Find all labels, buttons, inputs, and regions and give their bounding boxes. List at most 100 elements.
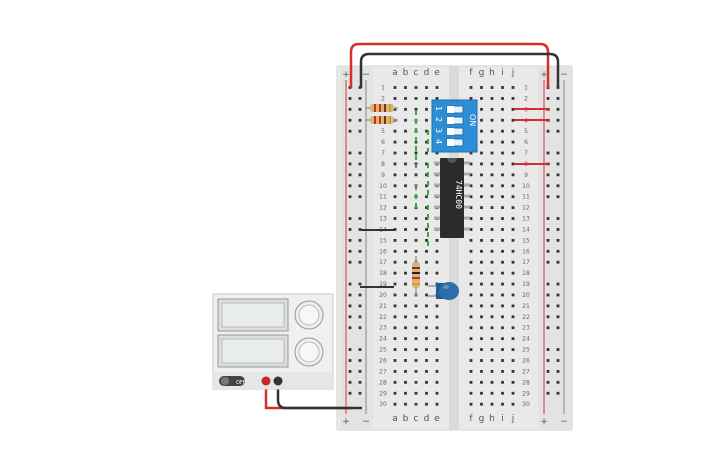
breadboard-hole[interactable] bbox=[393, 359, 397, 362]
breadboard-hole[interactable] bbox=[511, 140, 515, 144]
breadboard-hole[interactable] bbox=[480, 162, 483, 166]
breadboard-hole[interactable] bbox=[511, 228, 515, 231]
breadboard-hole[interactable] bbox=[404, 391, 407, 395]
breadboard-hole[interactable] bbox=[414, 107, 418, 111]
breadboard-hole[interactable] bbox=[511, 173, 515, 177]
rail-hole[interactable] bbox=[546, 326, 550, 330]
breadboard-hole[interactable] bbox=[501, 391, 504, 395]
ic-74hc00[interactable]: 74HC00 bbox=[434, 158, 470, 238]
breadboard-hole[interactable] bbox=[501, 315, 504, 319]
rail-hole[interactable] bbox=[556, 228, 560, 231]
breadboard-hole[interactable] bbox=[404, 228, 407, 231]
breadboard-hole[interactable] bbox=[480, 184, 483, 188]
breadboard-hole[interactable] bbox=[480, 391, 483, 395]
rail-hole[interactable] bbox=[348, 162, 352, 166]
breadboard-hole[interactable] bbox=[469, 359, 473, 362]
breadboard-hole[interactable] bbox=[393, 173, 397, 177]
breadboard-hole[interactable] bbox=[480, 129, 483, 133]
breadboard-hole[interactable] bbox=[480, 228, 483, 231]
breadboard-hole[interactable] bbox=[511, 86, 515, 89]
breadboard-hole[interactable] bbox=[435, 151, 439, 155]
breadboard-hole[interactable] bbox=[480, 195, 483, 199]
rail-hole[interactable] bbox=[546, 260, 550, 264]
breadboard-hole[interactable] bbox=[425, 326, 428, 330]
breadboard-hole[interactable] bbox=[414, 173, 418, 177]
breadboard-hole[interactable] bbox=[414, 304, 418, 308]
breadboard-hole[interactable] bbox=[404, 173, 407, 177]
breadboard-hole[interactable] bbox=[414, 97, 418, 100]
breadboard-hole[interactable] bbox=[480, 260, 483, 264]
rail-hole[interactable] bbox=[556, 129, 560, 133]
breadboard-hole[interactable] bbox=[501, 151, 504, 155]
rail-hole[interactable] bbox=[556, 260, 560, 264]
rail-hole[interactable] bbox=[358, 380, 362, 384]
breadboard-hole[interactable] bbox=[425, 118, 428, 122]
breadboard-hole[interactable] bbox=[404, 184, 407, 188]
breadboard-hole[interactable] bbox=[490, 249, 494, 253]
breadboard-hole[interactable] bbox=[393, 97, 397, 100]
breadboard-hole[interactable] bbox=[425, 129, 428, 133]
rail-hole[interactable] bbox=[358, 184, 362, 188]
breadboard-hole[interactable] bbox=[490, 140, 494, 144]
breadboard-hole[interactable] bbox=[469, 271, 473, 275]
breadboard-hole[interactable] bbox=[480, 173, 483, 177]
rail-hole[interactable] bbox=[348, 391, 352, 395]
black-wire-psu[interactable] bbox=[276, 383, 362, 410]
breadboard-hole[interactable] bbox=[501, 359, 504, 362]
breadboard-hole[interactable] bbox=[490, 348, 494, 351]
breadboard-hole[interactable] bbox=[490, 228, 494, 231]
breadboard-hole[interactable] bbox=[501, 260, 504, 264]
breadboard-hole[interactable] bbox=[469, 86, 473, 89]
breadboard-hole[interactable] bbox=[511, 337, 515, 341]
breadboard-hole[interactable] bbox=[404, 337, 407, 341]
rail-hole[interactable] bbox=[348, 304, 352, 308]
rail-hole[interactable] bbox=[348, 184, 352, 188]
rail-hole[interactable] bbox=[348, 359, 352, 362]
breadboard-hole[interactable] bbox=[404, 370, 407, 373]
breadboard-hole[interactable] bbox=[425, 206, 428, 210]
breadboard-hole[interactable] bbox=[425, 304, 428, 308]
breadboard-hole[interactable] bbox=[393, 107, 397, 111]
breadboard-hole[interactable] bbox=[511, 282, 515, 286]
breadboard-hole[interactable] bbox=[469, 97, 473, 100]
breadboard-hole[interactable] bbox=[501, 370, 504, 373]
breadboard-hole[interactable] bbox=[480, 348, 483, 351]
rail-hole[interactable] bbox=[556, 249, 560, 253]
breadboard-hole[interactable] bbox=[501, 173, 504, 177]
breadboard-hole[interactable] bbox=[480, 326, 483, 330]
rail-hole[interactable] bbox=[546, 151, 550, 155]
breadboard-hole[interactable] bbox=[393, 140, 397, 144]
breadboard-hole[interactable] bbox=[480, 118, 483, 122]
breadboard-hole[interactable] bbox=[469, 315, 473, 319]
breadboard-hole[interactable] bbox=[480, 304, 483, 308]
breadboard-hole[interactable] bbox=[425, 228, 428, 231]
rail-hole[interactable] bbox=[546, 129, 550, 133]
rail-hole[interactable] bbox=[358, 370, 362, 373]
rail-hole[interactable] bbox=[556, 359, 560, 362]
rail-hole[interactable] bbox=[546, 293, 550, 297]
breadboard-hole[interactable] bbox=[393, 370, 397, 373]
breadboard-hole[interactable] bbox=[425, 260, 428, 264]
breadboard-hole[interactable] bbox=[425, 348, 428, 351]
breadboard-hole[interactable] bbox=[404, 217, 407, 220]
breadboard-hole[interactable] bbox=[425, 370, 428, 373]
rail-hole[interactable] bbox=[556, 304, 560, 308]
breadboard-hole[interactable] bbox=[480, 402, 483, 406]
rail-hole[interactable] bbox=[358, 304, 362, 308]
breadboard-hole[interactable] bbox=[404, 380, 407, 384]
breadboard-hole[interactable] bbox=[480, 282, 483, 286]
breadboard-hole[interactable] bbox=[511, 402, 515, 406]
breadboard-hole[interactable] bbox=[501, 326, 504, 330]
breadboard-hole[interactable] bbox=[404, 249, 407, 253]
breadboard-hole[interactable] bbox=[414, 151, 418, 155]
breadboard-hole[interactable] bbox=[393, 304, 397, 308]
rail-hole[interactable] bbox=[358, 359, 362, 362]
breadboard-hole[interactable] bbox=[490, 304, 494, 308]
breadboard-hole[interactable] bbox=[404, 293, 407, 297]
breadboard-hole[interactable] bbox=[425, 402, 428, 406]
rail-hole[interactable] bbox=[358, 260, 362, 264]
breadboard-hole[interactable] bbox=[501, 184, 504, 188]
breadboard-hole[interactable] bbox=[414, 249, 418, 253]
breadboard-hole[interactable] bbox=[480, 107, 483, 111]
